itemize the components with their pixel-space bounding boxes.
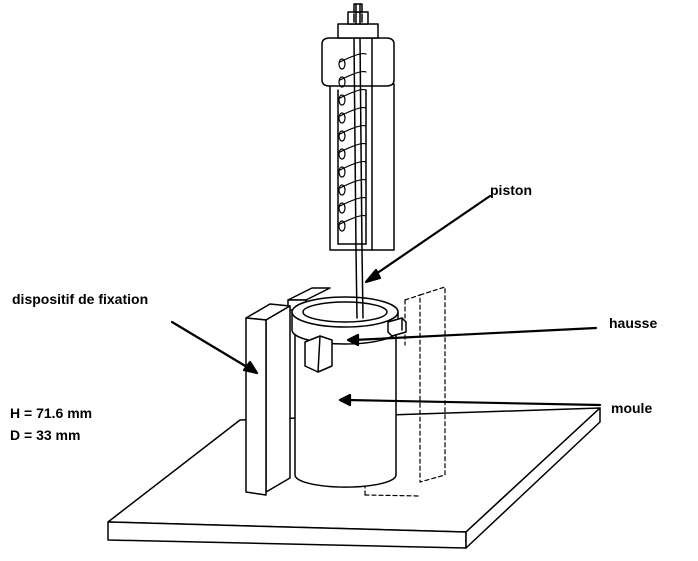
leader-arrows: [170, 194, 602, 407]
label-hausse: hausse: [609, 315, 657, 331]
labels: piston dispositif de fixation hausse mou…: [10, 182, 657, 443]
front-clamp: [304, 335, 333, 373]
label-moule: moule: [611, 400, 652, 416]
moule-arrow: [338, 393, 602, 407]
label-fixation: dispositif de fixation: [12, 291, 148, 307]
spring-coils: [338, 52, 367, 232]
hausse-arrow: [346, 326, 598, 347]
piston-arrow: [364, 194, 492, 284]
piston-housing: [321, 3, 395, 251]
fixation-plate: [245, 303, 291, 496]
piston-rod: [355, 249, 364, 319]
dimension-height: H = 71.6 mm: [10, 405, 92, 421]
label-piston: piston: [490, 182, 532, 198]
hausse-collar: [291, 296, 407, 345]
fixation-arrow: [170, 320, 259, 375]
dimension-diameter: D = 33 mm: [10, 427, 80, 443]
